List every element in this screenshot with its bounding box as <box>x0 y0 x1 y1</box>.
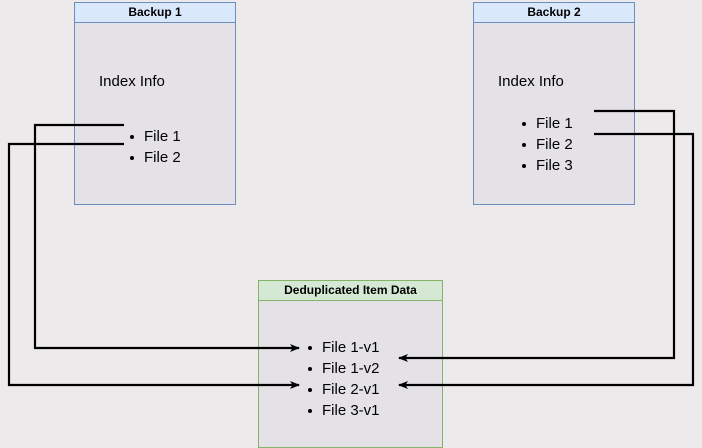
node-backup-1-title: Backup 1 <box>75 3 235 23</box>
node-backup-1-section-label: Index Info <box>99 73 165 90</box>
node-backup-2[interactable]: Backup 2 Index Info File 1 File 2 File 3 <box>473 2 635 205</box>
node-backup-1[interactable]: Backup 1 Index Info File 1 File 2 <box>74 2 236 205</box>
node-deduplicated-item-data-title: Deduplicated Item Data <box>259 281 442 301</box>
node-deduplicated-item-data-file-list: File 1-v1 File 1-v2 File 2-v1 File 3-v1 <box>305 337 380 421</box>
list-item: File 1-v1 <box>305 337 380 358</box>
list-item: File 1 <box>127 126 181 147</box>
node-backup-2-file-list: File 1 File 2 File 3 <box>519 113 573 176</box>
node-backup-1-file-list: File 1 File 2 <box>127 126 181 168</box>
node-backup-1-body: Index Info File 1 File 2 <box>75 23 235 204</box>
node-deduplicated-item-data[interactable]: Deduplicated Item Data File 1-v1 File 1-… <box>258 280 443 448</box>
node-backup-2-section-label: Index Info <box>498 73 564 90</box>
list-item: File 2-v1 <box>305 379 380 400</box>
list-item: File 1-v2 <box>305 358 380 379</box>
list-item: File 2 <box>519 134 573 155</box>
list-item: File 1 <box>519 113 573 134</box>
node-backup-2-body: Index Info File 1 File 2 File 3 <box>474 23 634 204</box>
list-item: File 2 <box>127 147 181 168</box>
node-backup-2-title: Backup 2 <box>474 3 634 23</box>
list-item: File 3 <box>519 155 573 176</box>
node-deduplicated-item-data-body: File 1-v1 File 1-v2 File 2-v1 File 3-v1 <box>259 301 442 447</box>
list-item: File 3-v1 <box>305 400 380 421</box>
